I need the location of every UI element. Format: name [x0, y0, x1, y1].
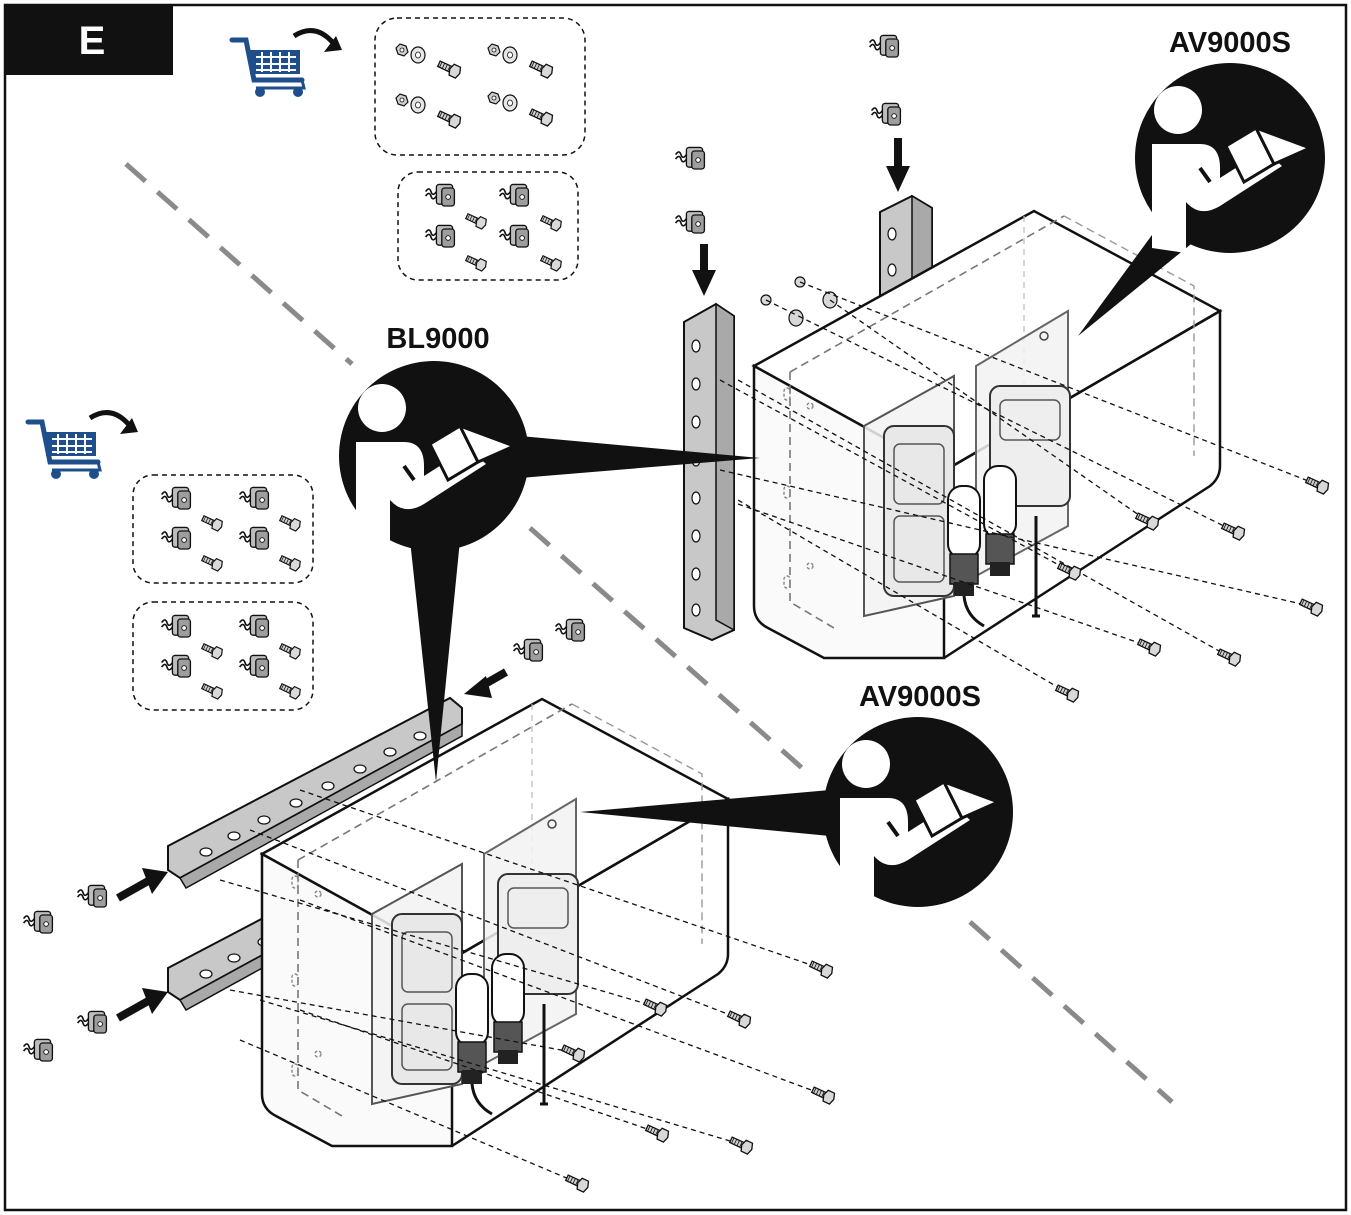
- av9000s-top-label: AV9000S: [1169, 27, 1291, 59]
- read-manual-icon: [821, 715, 1015, 909]
- alignment-lines: [219, 789, 823, 1183]
- read-manual-icon: [1133, 61, 1327, 255]
- arrow-icon: [116, 868, 168, 902]
- alignment-lines: [719, 281, 1317, 693]
- separator-lines: [124, 162, 1174, 1104]
- step-label: E: [79, 19, 106, 63]
- callout-av9000s-bottom: AV9000S: [580, 681, 1015, 909]
- hardware-kit-spring-nuts: [397, 171, 579, 281]
- callout-bl9000: BL9000: [337, 323, 760, 782]
- hardware-kit-bolts: [374, 17, 586, 156]
- arrow-icon: [116, 988, 168, 1022]
- hardware-kit-spring-nuts-1: [132, 474, 314, 584]
- bl9000-label: BL9000: [386, 323, 489, 355]
- step-badge: E: [5, 5, 173, 75]
- arrow-icon: [692, 244, 716, 296]
- read-manual-icon: [337, 359, 531, 553]
- arrow-icon: [886, 138, 910, 192]
- arrow-icon: [464, 668, 508, 698]
- av9000s-bottom-label: AV9000S: [859, 681, 981, 713]
- hardware-kit-spring-nuts-2: [132, 601, 314, 711]
- callout-av9000s-top: AV9000S: [1078, 27, 1327, 336]
